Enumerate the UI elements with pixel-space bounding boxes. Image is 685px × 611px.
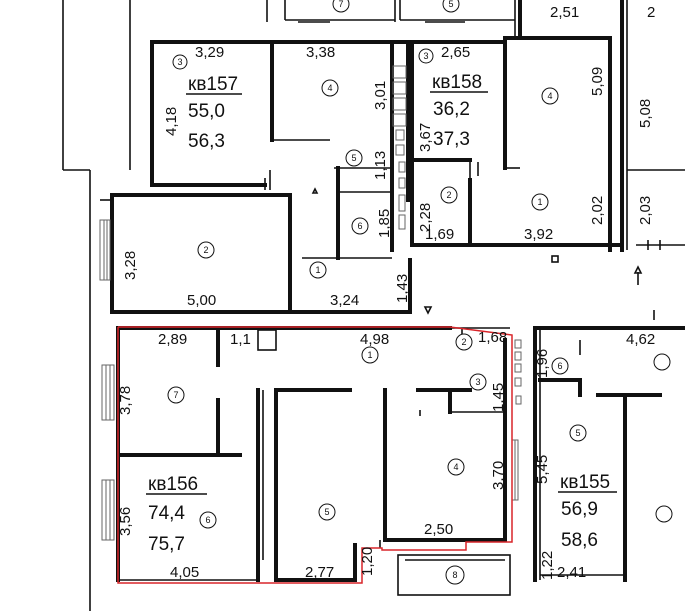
dimension-label: 1,43: [394, 274, 411, 303]
room-number: 1: [367, 350, 372, 360]
dimension-label: 1,13: [372, 151, 389, 180]
utility-shaft: [392, 40, 410, 230]
dimension-label: 5,08: [637, 99, 654, 128]
dimension-label: 3,24: [330, 292, 359, 309]
room-number: 7: [338, 0, 343, 9]
dimension-label: 1,20: [359, 547, 376, 576]
room-number: 4: [453, 462, 458, 472]
dimension-label: 3,28: [122, 251, 139, 280]
room-number: 4: [547, 91, 552, 101]
room-number: 5: [448, 0, 453, 9]
dimension-label: 1,96: [534, 349, 551, 378]
building-outline: [62, 0, 131, 611]
apartment-name: кв156: [148, 474, 198, 495]
apartment-name: кв157: [188, 74, 238, 95]
room-number: 6: [557, 361, 562, 371]
dimension-label: 2,28: [417, 203, 434, 232]
apartment-area: 56,9: [561, 499, 598, 520]
dimension-label: 1,45: [490, 383, 507, 412]
top-strip: 7 5 2,51 2: [266, 0, 655, 252]
room-number: 2: [446, 190, 451, 200]
dimension-label: 4,62: [626, 331, 655, 348]
room-number: 2: [461, 337, 466, 347]
dimension-label: 2,51: [550, 4, 579, 21]
room-number: 5: [351, 153, 356, 163]
dimension-label: 1,69: [425, 226, 454, 243]
dimension-label: 3,29: [195, 44, 224, 61]
dimension-label: 2,50: [424, 521, 453, 538]
dimension-label: 1,1: [230, 331, 251, 348]
dimension-label: 2,02: [589, 196, 606, 225]
apartment-area: 36,2: [433, 99, 470, 120]
room-number: 1: [315, 265, 320, 275]
room-number: 7: [173, 390, 178, 400]
room-number: 3: [475, 377, 480, 387]
apartment-kv157: 3 4 5 6 1 2 3,29 3,38 4,18 3,01 1,13 1,8…: [99, 40, 433, 315]
room-number: 8: [452, 570, 457, 580]
room-number: 5: [575, 428, 580, 438]
dimension-label: 3,38: [306, 44, 335, 61]
dimension-label: 2,77: [305, 564, 334, 581]
apartment-name: кв155: [560, 472, 610, 493]
dimension-label: 4,18: [163, 107, 180, 136]
dimension-label: 2,89: [158, 331, 187, 348]
dimension-label: 1,22: [539, 551, 556, 580]
dimension-label: 2,41: [557, 564, 586, 581]
dimension-label: 3,56: [117, 507, 134, 536]
dimension-label: 5,45: [534, 455, 551, 484]
dimension-label: 2,65: [441, 44, 470, 61]
dimension-label: 1,85: [376, 209, 393, 238]
apartment-kv155: 6 5 1,96 4,62 5,45 1,22 2,41 кв155 56,9 …: [533, 326, 685, 582]
room-number: 1: [537, 197, 542, 207]
apartment-area-total: 58,6: [561, 530, 598, 551]
dimension-label: 3,70: [490, 461, 507, 490]
apartment-name: кв158: [432, 72, 482, 93]
apartment-right-partial: 5,08 2,03: [627, 99, 685, 320]
apartment-area: 55,0: [188, 101, 225, 122]
apartment-area-total: 75,7: [148, 534, 185, 555]
apartment-area: 74,4: [148, 503, 185, 524]
apartment-kv156: 1 2 3 4 5 6 7 8 2,89 1,1 4,98 1,68 3,78 …: [101, 326, 522, 596]
room-number: 4: [327, 83, 332, 93]
apartment-area-total: 37,3: [433, 129, 470, 150]
dimension-label: 1,68: [478, 329, 507, 346]
dimension-label: 4,05: [170, 564, 199, 581]
dimension-label: 4,98: [360, 331, 389, 348]
dimension-label: 2,03: [637, 196, 654, 225]
dimension-label: 3,92: [524, 226, 553, 243]
dimension-label: 2: [647, 4, 655, 21]
dimension-label: 5,09: [589, 67, 606, 96]
apartment-highlight-outline: [117, 326, 513, 584]
room-number: 2: [203, 245, 208, 255]
dimension-label: 3,78: [117, 386, 134, 415]
apartment-kv158: 3 4 2 1 2,65 3,67 5,09 2,28 1,69 3,92 2,…: [410, 36, 643, 285]
room-number: 3: [423, 51, 428, 61]
apartment-area-total: 56,3: [188, 131, 225, 152]
dimension-label: 3,67: [417, 123, 434, 152]
room-number: 6: [205, 515, 210, 525]
dimension-label: 3,01: [372, 81, 389, 110]
room-number: 6: [357, 221, 362, 231]
room-number: 3: [177, 57, 182, 67]
room-number: 5: [324, 507, 329, 517]
dimension-label: 5,00: [187, 292, 216, 309]
